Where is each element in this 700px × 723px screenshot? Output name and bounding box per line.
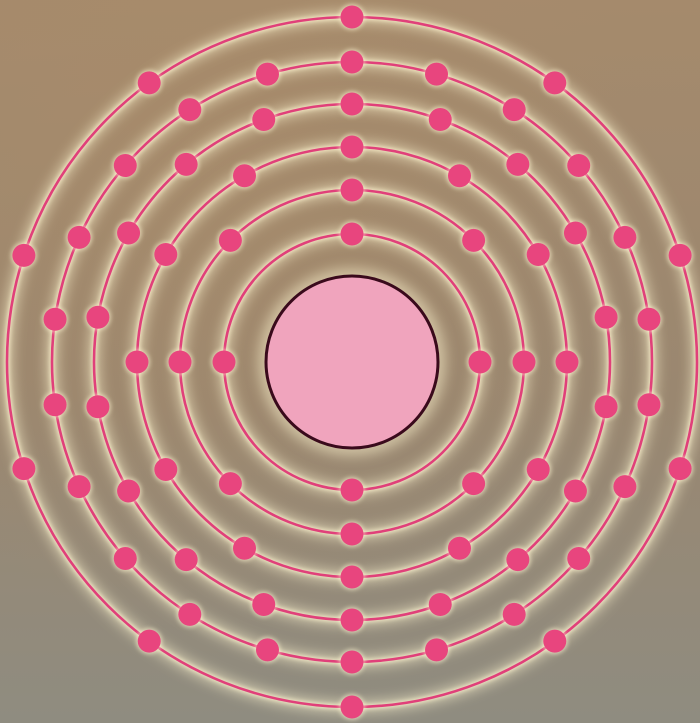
electron bbox=[154, 243, 177, 266]
electron bbox=[68, 226, 91, 249]
electron bbox=[219, 472, 242, 495]
electron bbox=[341, 51, 364, 74]
electron bbox=[44, 393, 67, 416]
electron bbox=[503, 98, 526, 121]
electron bbox=[341, 179, 364, 202]
electron bbox=[341, 651, 364, 674]
electron bbox=[252, 108, 275, 131]
electron bbox=[256, 638, 279, 661]
electron bbox=[44, 308, 67, 331]
electron bbox=[12, 244, 35, 267]
electron bbox=[114, 547, 137, 570]
electron bbox=[506, 153, 529, 176]
electron bbox=[595, 306, 618, 329]
electron bbox=[567, 547, 590, 570]
electron bbox=[12, 457, 35, 480]
electron bbox=[233, 164, 256, 187]
electron bbox=[469, 351, 492, 374]
electron bbox=[567, 154, 590, 177]
electron bbox=[341, 696, 364, 719]
electron bbox=[138, 630, 161, 653]
electron bbox=[513, 351, 536, 374]
electron bbox=[506, 548, 529, 571]
electron bbox=[448, 537, 471, 560]
electron bbox=[669, 457, 692, 480]
electron bbox=[564, 222, 587, 245]
electron bbox=[425, 63, 448, 86]
electron bbox=[527, 458, 550, 481]
electron bbox=[178, 98, 201, 121]
electron bbox=[256, 63, 279, 86]
electron bbox=[86, 306, 109, 329]
electron bbox=[341, 479, 364, 502]
electron bbox=[341, 223, 364, 246]
electron bbox=[556, 351, 579, 374]
electron bbox=[175, 548, 198, 571]
electron bbox=[341, 566, 364, 589]
electron bbox=[613, 226, 636, 249]
electron bbox=[503, 603, 526, 626]
nucleus-group bbox=[258, 268, 446, 456]
electron bbox=[564, 480, 587, 503]
electron bbox=[425, 638, 448, 661]
electron bbox=[637, 393, 660, 416]
electron bbox=[543, 630, 566, 653]
nucleus bbox=[266, 276, 438, 448]
electron bbox=[637, 308, 660, 331]
electron bbox=[117, 222, 140, 245]
electron bbox=[138, 71, 161, 94]
electron bbox=[341, 609, 364, 632]
electron bbox=[462, 229, 485, 252]
electron bbox=[154, 458, 177, 481]
electron bbox=[86, 395, 109, 418]
electron bbox=[613, 475, 636, 498]
electron bbox=[341, 136, 364, 159]
electron bbox=[175, 153, 198, 176]
electron bbox=[595, 395, 618, 418]
electron bbox=[527, 243, 550, 266]
electron bbox=[233, 537, 256, 560]
electron bbox=[178, 603, 201, 626]
electron bbox=[68, 475, 91, 498]
electron bbox=[213, 351, 236, 374]
electron bbox=[252, 593, 275, 616]
electron bbox=[117, 480, 140, 503]
electron bbox=[341, 6, 364, 29]
electron bbox=[169, 351, 192, 374]
electron bbox=[669, 244, 692, 267]
electron bbox=[126, 351, 149, 374]
electron bbox=[462, 472, 485, 495]
electron bbox=[429, 593, 452, 616]
electron bbox=[341, 523, 364, 546]
electron bbox=[114, 154, 137, 177]
electron bbox=[448, 164, 471, 187]
electron bbox=[429, 108, 452, 131]
electron bbox=[341, 93, 364, 116]
electron bbox=[543, 71, 566, 94]
electron bbox=[219, 229, 242, 252]
